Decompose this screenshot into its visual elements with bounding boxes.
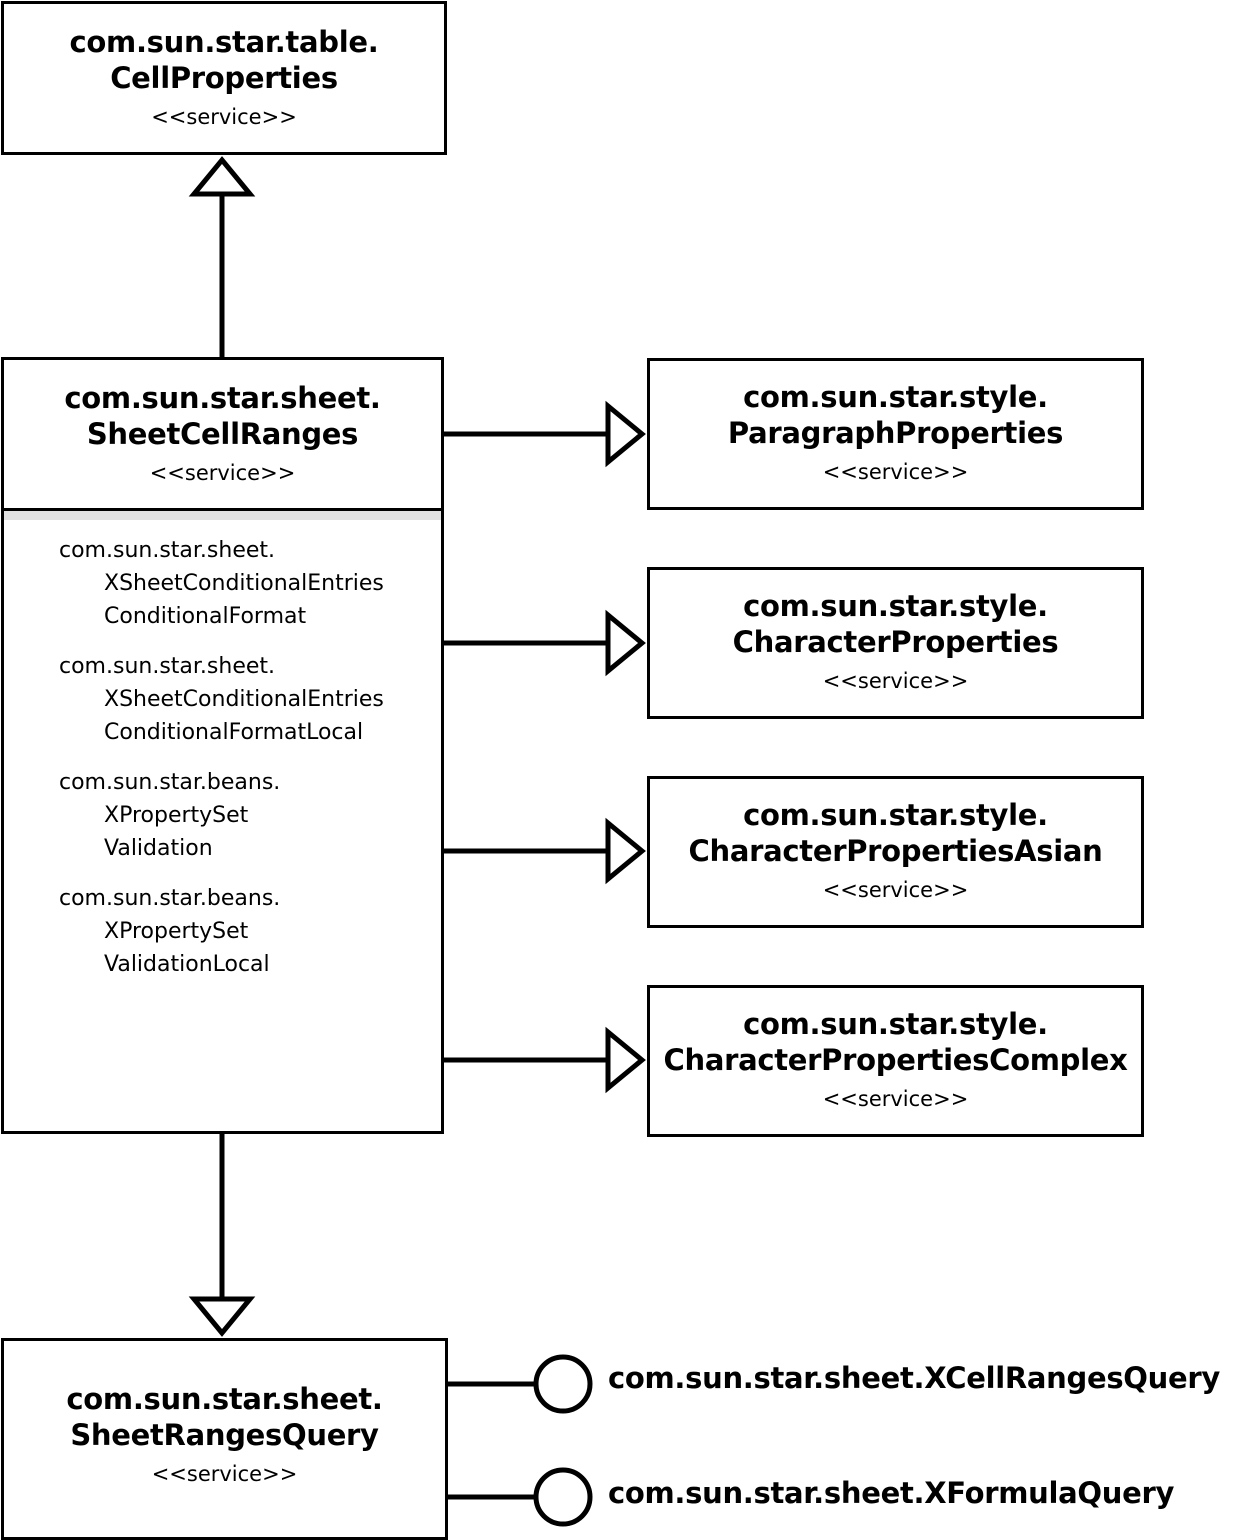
service-box-cellproperties: com.sun.star.table. CellProperties <<ser… bbox=[1, 1, 447, 155]
inheritance-arrow-character-complex bbox=[605, 1026, 646, 1094]
properties-list: com.sun.star.sheet. XSheetConditionalEnt… bbox=[59, 534, 384, 998]
service-module: com.sun.star.style. bbox=[743, 1007, 1048, 1041]
property-type: XPropertySet bbox=[104, 803, 249, 828]
service-name: SheetRangesQuery bbox=[70, 1418, 379, 1452]
service-box-characterpropertiesasian: com.sun.star.style. CharacterPropertiesA… bbox=[647, 776, 1144, 928]
inheritance-arrow-cellproperties bbox=[188, 156, 256, 197]
service-stereotype: <<service>> bbox=[822, 1087, 969, 1111]
property-module: com.sun.star.beans. bbox=[59, 886, 281, 911]
property-name: ConditionalFormatLocal bbox=[104, 720, 364, 745]
property-module: com.sun.star.sheet. bbox=[59, 654, 276, 679]
service-name: CharacterPropertiesComplex bbox=[663, 1043, 1128, 1077]
service-name: SheetCellRanges bbox=[86, 417, 359, 451]
service-name: ParagraphProperties bbox=[727, 416, 1064, 450]
compartment-shadow bbox=[4, 511, 441, 520]
property-module: com.sun.star.beans. bbox=[59, 770, 281, 795]
property-item: com.sun.star.sheet. XSheetConditionalEnt… bbox=[59, 534, 384, 633]
service-box-characterproperties: com.sun.star.style. CharacterProperties … bbox=[647, 567, 1144, 719]
property-name: ConditionalFormat bbox=[104, 604, 307, 629]
property-item: com.sun.star.beans. XPropertySet Validat… bbox=[59, 766, 384, 865]
inheritance-arrow-character-asian bbox=[605, 817, 646, 885]
property-type: XSheetConditionalEntries bbox=[104, 571, 384, 596]
service-module: com.sun.star.style. bbox=[743, 380, 1048, 414]
property-type: XSheetConditionalEntries bbox=[104, 687, 384, 712]
service-stereotype: <<service>> bbox=[151, 1462, 298, 1486]
service-module: com.sun.star.table. bbox=[69, 25, 379, 59]
service-module: com.sun.star.style. bbox=[743, 798, 1048, 832]
service-box-paragraphproperties: com.sun.star.style. ParagraphProperties … bbox=[647, 358, 1144, 510]
inheritance-arrow-paragraph bbox=[605, 400, 646, 468]
service-stereotype: <<service>> bbox=[822, 460, 969, 484]
service-box-sheetrangesquery: com.sun.star.sheet. SheetRangesQuery <<s… bbox=[1, 1338, 448, 1540]
interface-lollipop-xcellrangesquery bbox=[533, 1354, 593, 1414]
interface-label-xcellrangesquery: com.sun.star.sheet.XCellRangesQuery bbox=[608, 1361, 1220, 1395]
property-item: com.sun.star.beans. XPropertySet Validat… bbox=[59, 882, 384, 981]
property-type: XPropertySet bbox=[104, 919, 249, 944]
interface-label-xformulaquery: com.sun.star.sheet.XFormulaQuery bbox=[608, 1476, 1175, 1510]
service-stereotype: <<service>> bbox=[822, 878, 969, 902]
property-name: Validation bbox=[104, 836, 213, 861]
service-module: com.sun.star.sheet. bbox=[64, 381, 381, 415]
service-box-characterpropertiescomplex: com.sun.star.style. CharacterPropertiesC… bbox=[647, 985, 1144, 1137]
property-item: com.sun.star.sheet. XSheetConditionalEnt… bbox=[59, 650, 384, 749]
service-stereotype: <<service>> bbox=[151, 105, 297, 129]
service-box-sheetcellranges: com.sun.star.sheet. SheetCellRanges <<se… bbox=[1, 357, 444, 1134]
service-module: com.sun.star.style. bbox=[743, 589, 1048, 623]
service-name: CharacterProperties bbox=[732, 625, 1059, 659]
property-module: com.sun.star.sheet. bbox=[59, 538, 276, 563]
service-stereotype: <<service>> bbox=[822, 669, 969, 693]
property-name: ValidationLocal bbox=[104, 952, 270, 977]
service-name: CharacterPropertiesAsian bbox=[688, 834, 1103, 868]
interface-lollipop-xformulaquery bbox=[533, 1467, 593, 1527]
compartment-divider bbox=[4, 508, 441, 511]
service-stereotype: <<service>> bbox=[149, 461, 296, 485]
inheritance-arrow-rangesquery bbox=[188, 1296, 256, 1337]
service-module: com.sun.star.sheet. bbox=[66, 1382, 383, 1416]
service-name: CellProperties bbox=[110, 61, 338, 95]
inheritance-arrow-character bbox=[605, 609, 646, 677]
